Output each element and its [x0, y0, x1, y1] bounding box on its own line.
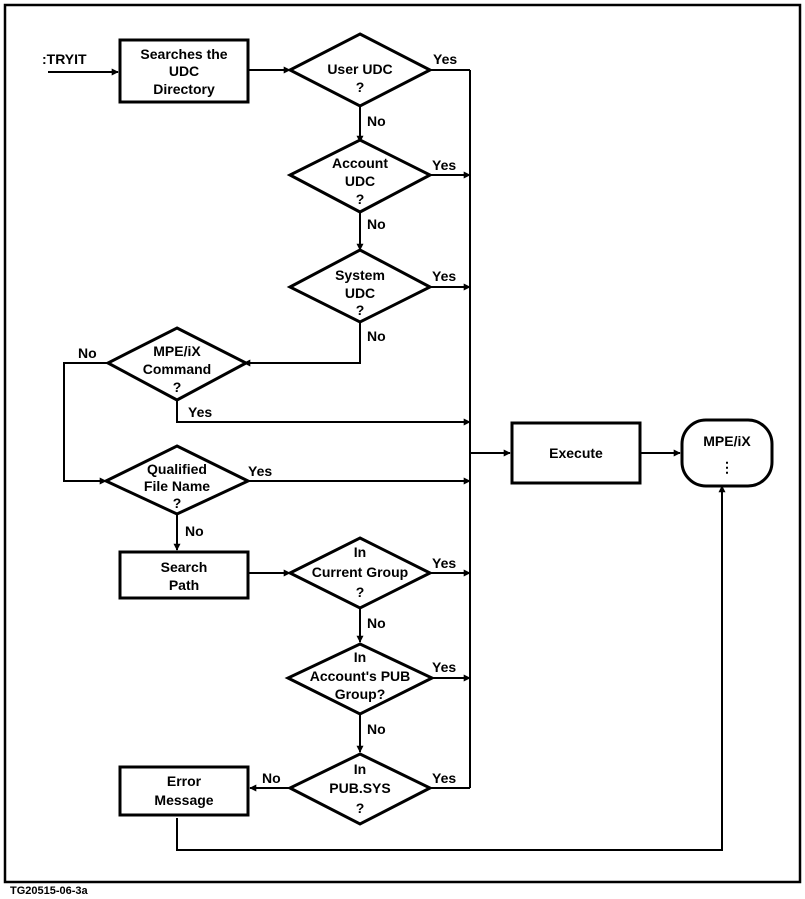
user-udc-line-1: User UDC [327, 61, 392, 77]
diagram-frame [3, 3, 802, 884]
account-udc-no-label: No [367, 216, 386, 232]
account-udc-line-3: ? [356, 191, 365, 207]
system-udc-line-1: System [335, 267, 385, 283]
mpeix-command-line-1: MPE/iX [153, 343, 201, 359]
mpeix-terminal-ellipsis: ⋮ [720, 459, 734, 475]
search-path-box: Search Path [118, 550, 250, 600]
mpeix-command-no-label: No [78, 345, 97, 361]
system-udc-no-label: No [367, 328, 386, 344]
figure-id: TG20515-06-3a [10, 885, 89, 897]
current-group-line-1: In [354, 544, 366, 560]
qualified-file-line-1: Qualified [147, 461, 207, 477]
account-udc-decision: Account UDC ? [286, 138, 434, 214]
account-udc-line-2: UDC [345, 173, 375, 189]
system-udc-yes-label: Yes [432, 268, 456, 284]
user-udc-line-2: ? [356, 79, 365, 95]
search-udc-line-3: Directory [153, 81, 215, 97]
current-group-line-3: ? [356, 584, 365, 600]
start-label: :TRYIT [42, 51, 87, 67]
current-group-decision: In Current Group ? [286, 536, 434, 610]
account-udc-yes-label: Yes [432, 157, 456, 173]
execute-label: Execute [549, 445, 603, 461]
system-udc-line-3: ? [356, 302, 365, 318]
qualified-file-line-2: File Name [144, 478, 210, 494]
connectors [48, 66, 726, 851]
mpeix-command-decision: MPE/iX Command ? [104, 326, 250, 402]
accounts-pub-no-label: No [367, 721, 386, 737]
error-to-mpeix-arrow [176, 485, 726, 851]
pubsys-line-1: In [354, 761, 366, 777]
system-udc-decision: System UDC ? [286, 248, 434, 324]
pubsys-line-2: PUB.SYS [329, 780, 390, 796]
search-path-line-1: Search [161, 559, 208, 575]
qualified-file-no-label: No [185, 523, 204, 539]
mpeix-command-line-2: Command [143, 361, 211, 377]
current-group-no-label: No [367, 615, 386, 631]
qualified-file-line-3: ? [173, 495, 182, 511]
qualified-file-yes-label: Yes [248, 463, 272, 479]
pubsys-decision: In PUB.SYS ? [286, 752, 434, 826]
command-yes-arrow [176, 400, 471, 426]
user-udc-yes-label: Yes [433, 51, 457, 67]
error-message-box: Error Message [118, 765, 250, 817]
user-udc-decision: User UDC ? [286, 32, 434, 108]
mpeix-command-line-3: ? [173, 379, 182, 395]
current-group-yes-label: Yes [432, 555, 456, 571]
pubsys-yes-label: Yes [432, 770, 456, 786]
pubsys-no-label: No [262, 770, 281, 786]
execute-box: Execute [510, 421, 642, 485]
error-message-line-1: Error [167, 773, 202, 789]
accounts-pub-yes-label: Yes [432, 659, 456, 675]
edge-labels: Yes No Yes No Yes No No Yes Yes No Yes N… [78, 51, 457, 786]
accounts-pub-decision: In Account's PUB Group? [284, 642, 436, 716]
account-udc-line-1: Account [332, 155, 388, 171]
accounts-pub-line-1: In [354, 649, 366, 665]
mpeix-terminal: MPE/iX ⋮ [680, 418, 774, 488]
search-udc-line-2: UDC [169, 63, 199, 79]
current-group-line-2: Current Group [312, 564, 408, 580]
user-udc-no-label: No [367, 113, 386, 129]
search-udc-box: Searches the UDC Directory [118, 38, 250, 104]
system-to-command-arrow [243, 322, 361, 367]
command-to-qualified-arrow [63, 362, 108, 485]
pubsys-line-3: ? [356, 800, 365, 816]
mpeix-terminal-line-1: MPE/iX [703, 433, 751, 449]
accounts-pub-line-2: Account's PUB [310, 668, 411, 684]
system-udc-line-2: UDC [345, 285, 375, 301]
error-message-line-2: Message [154, 792, 213, 808]
search-udc-line-1: Searches the [140, 46, 227, 62]
search-path-line-2: Path [169, 577, 199, 593]
accounts-pub-line-3: Group? [335, 686, 386, 702]
qualified-file-decision: Qualified File Name ? [102, 444, 252, 516]
mpeix-command-yes-label: Yes [188, 404, 212, 420]
